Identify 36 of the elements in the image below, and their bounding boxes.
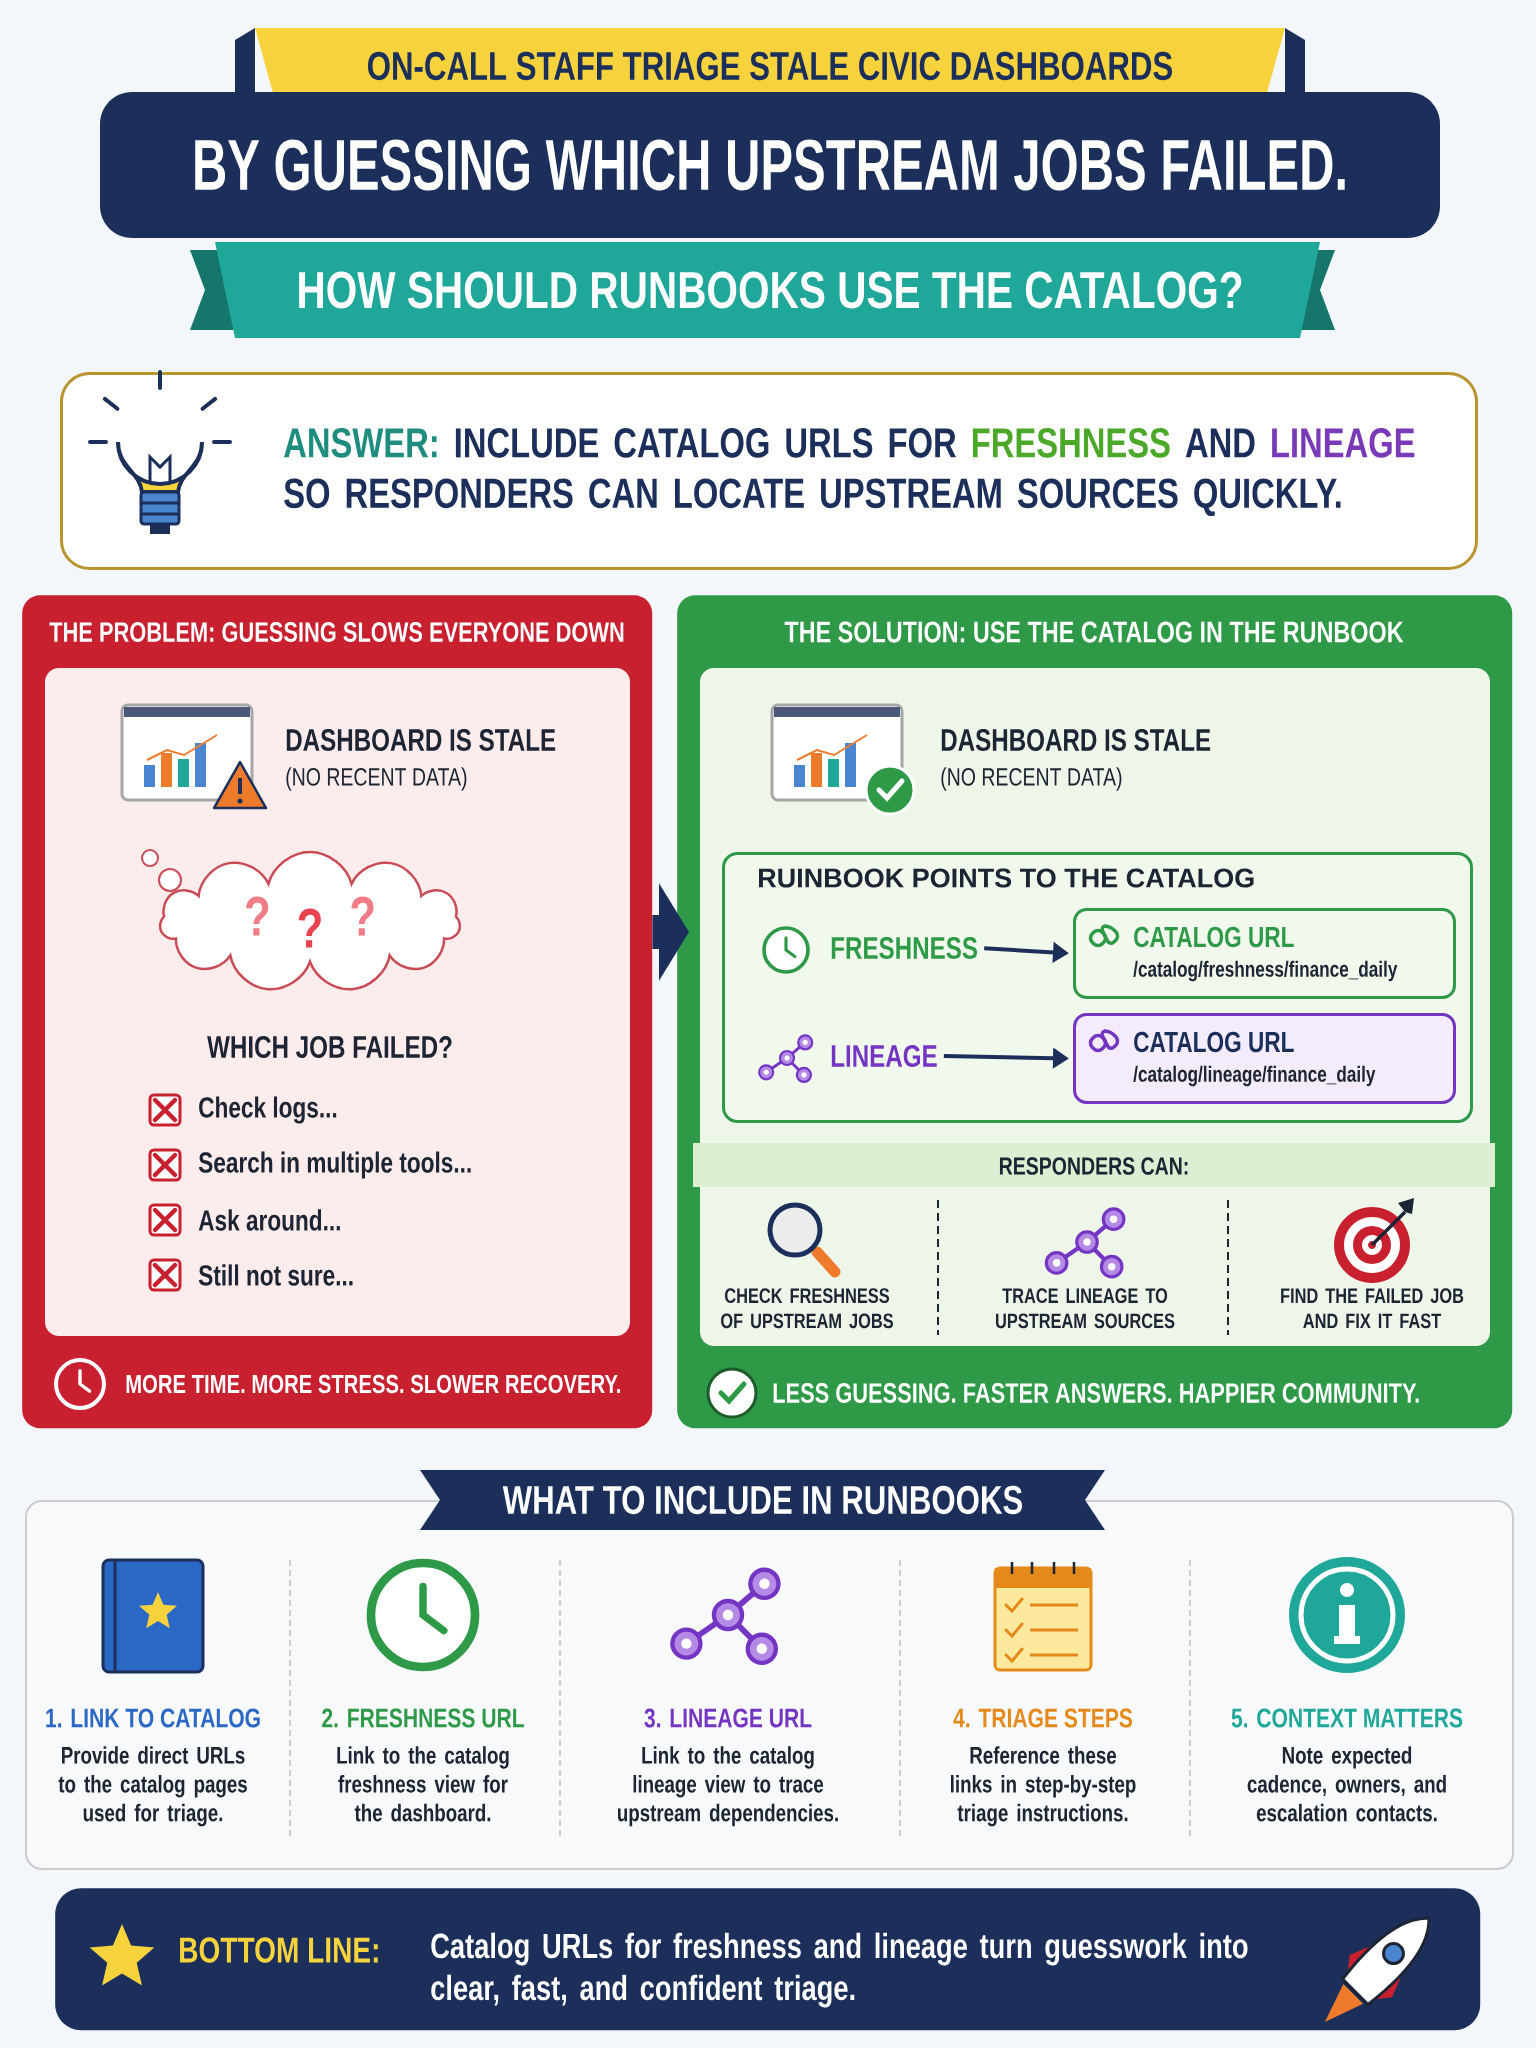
panel-header: THE PROBLEM: GUESSING SLOWS EVERYONE DOWN — [49, 622, 624, 642]
checklist-item: Ask around... — [198, 1209, 340, 1231]
bottom-line-bar: BOTTOM LINE: Catalog URLs for freshness and lineage turn guesswork into clear, fast, and confident triage. — [55, 1888, 1481, 2031]
step-text: Provide direct URLs to the catalog pages used for triage. — [58, 1746, 247, 1827]
answer-box: ANSWER: INCLUDE CATALOG URLS FOR FRESHNESS AND LINEAGE SO RESPONDERS CAN LOCATE UPSTREAM SOURCES QUICKLY. — [60, 372, 1478, 570]
status-note: (NO RECENT DATA) — [286, 767, 467, 791]
status-heading: DASHBOARD IS STALE — [286, 729, 556, 751]
panel-footer: MORE TIME. MORE STRESS. SLOWER RECOVERY. — [126, 1374, 620, 1394]
checklist-item: Check logs... — [199, 1096, 337, 1124]
subtitle-ribbon: HOW SHOULD RUNBOOKS USE THE CATALOG? — [190, 242, 1335, 338]
step-text: Link to the catalog lineage view to trace upstream dependencies. — [618, 1746, 838, 1827]
capability-text: FIND THE FAILED JOB AND FIX IT FAST — [1281, 1288, 1464, 1329]
url-box: CATALOG URL /catalog/lineage/finance_daily — [1073, 1013, 1456, 1104]
title-banner: BY GUESSING WHICH UPSTREAM JOBS FAILED. — [100, 92, 1440, 238]
checklist-item: Still not sure... — [198, 1264, 353, 1286]
thought-cloud: ? ? ? — [141, 849, 462, 991]
freshness-label: FRESHNESS — [831, 937, 978, 959]
url-box: CATALOG URL /catalog/freshness/finance_daily — [1073, 908, 1456, 999]
step-text: Note expected cadence, owners, and escalation contacts. — [1247, 1746, 1446, 1822]
panel-header: THE SOLUTION: USE THE CATALOG IN THE RUNBOOK — [784, 621, 1404, 643]
question-heading: WHICH JOB FAILED? — [207, 1036, 452, 1058]
step-heading: 1. LINK TO CATALOG — [46, 1708, 260, 1728]
panel-footer: LESS GUESSING. FASTER ANSWERS. HAPPIER COMMUNITY. — [773, 1383, 1419, 1403]
step-text: Reference these links in step-by-step triage instructions. — [951, 1746, 1136, 1827]
section-band: RESPONDERS CAN: — [693, 1143, 1495, 1187]
status-note: (NO RECENT DATA) — [941, 767, 1122, 791]
step-heading: 4. TRIAGE STEPS — [953, 1708, 1133, 1728]
checklist-item: Search in multiple tools... — [198, 1151, 471, 1179]
step-heading: 3. LINEAGE URL — [644, 1708, 812, 1728]
lineage-label: LINEAGE — [831, 1045, 937, 1067]
step-heading: 5. CONTEXT MATTERS — [1231, 1708, 1463, 1728]
status-heading: DASHBOARD IS STALE — [941, 729, 1211, 751]
step-text: Link to the catalog freshness view for the dashboard. — [337, 1746, 509, 1822]
step-heading: 2. FRESHNESS URL — [322, 1708, 524, 1728]
capability-text: CHECK FRESHNESS OF UPSTREAM JOBS — [721, 1288, 893, 1329]
capability-text: TRACE LINEAGE TO UPSTREAM SOURCES — [996, 1288, 1175, 1329]
